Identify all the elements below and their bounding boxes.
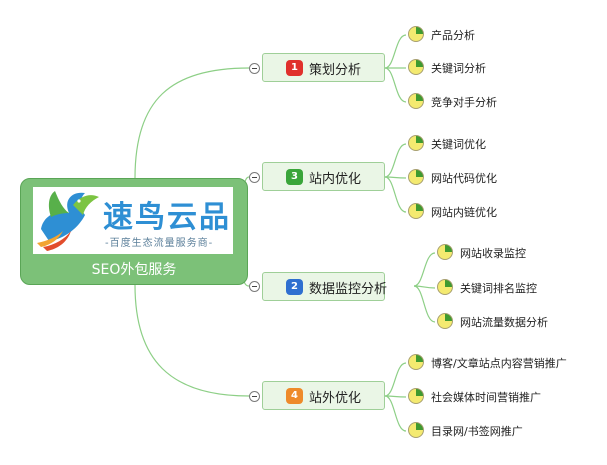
collapse-toggle[interactable] [249,281,260,292]
leaf-label: 关键词分析 [431,62,486,75]
progress-pie-icon [408,203,424,219]
progress-pie-icon [408,93,424,109]
progress-pie-icon [408,422,424,438]
progress-pie-icon [408,354,424,370]
bird-logo-icon [37,191,99,251]
root-label: SEO外包服务 [91,262,177,278]
leaf-label: 网站内链优化 [431,206,497,219]
branch-node[interactable]: 3 站内优化 [262,162,385,191]
priority-badge: 1 [286,60,303,76]
leaf-connector [384,395,407,432]
progress-pie-icon [437,313,453,329]
root-connector [134,284,250,397]
progress-pie-icon [408,26,424,42]
leaf-label: 关键词排名监控 [460,282,537,295]
leaf-label: 产品分析 [431,29,475,42]
branch-node[interactable]: 4 站外优化 [262,381,385,410]
collapse-toggle[interactable] [249,63,260,74]
logo-title: 速鸟云品 [103,200,231,235]
leaf-label: 关键词优化 [431,138,486,151]
leaf-connector [413,285,436,323]
priority-badge: 3 [286,169,303,185]
priority-badge: 4 [286,388,303,404]
leaf-label: 网站代码优化 [431,172,497,185]
progress-pie-icon [408,169,424,185]
leaf-connector [384,67,407,103]
leaf-label: 社会媒体时间营销推广 [431,391,541,404]
branch-label: 站外优化 [309,391,362,406]
progress-pie-icon [408,59,424,75]
leaf-connector [384,143,407,178]
progress-pie-icon [437,279,453,295]
leaf-label: 博客/文章站点内容营销推广 [431,357,567,370]
leaf-connector [413,252,436,287]
leaf-connector [384,176,407,213]
branch-node[interactable]: 1 策划分析 [262,53,385,82]
leaf-label: 网站流量数据分析 [460,316,548,329]
branch-label: 策划分析 [309,63,362,78]
progress-pie-icon [437,244,453,260]
logo-subtitle: -百度生态流量服务商- [105,238,214,249]
leaf-label: 目录网/书签网推广 [431,425,523,438]
root-node[interactable]: 速鸟云品 -百度生态流量服务商- SEO外包服务 [20,178,248,285]
leaf-label: 竞争对手分析 [431,96,497,109]
progress-pie-icon [408,135,424,151]
progress-pie-icon [408,388,424,404]
priority-badge: 2 [286,279,303,295]
leaf-connector [384,34,407,69]
branch-label: 站内优化 [309,172,362,187]
leaf-connector [384,362,407,397]
leaf-label: 网站收录监控 [460,247,526,260]
branch-label: 数据监控分析 [309,282,388,297]
collapse-toggle[interactable] [249,391,260,402]
branch-node[interactable]: 2 数据监控分析 [262,272,388,301]
logo: 速鸟云品 -百度生态流量服务商- [33,187,233,254]
collapse-toggle[interactable] [249,172,260,183]
root-connector [134,67,250,179]
